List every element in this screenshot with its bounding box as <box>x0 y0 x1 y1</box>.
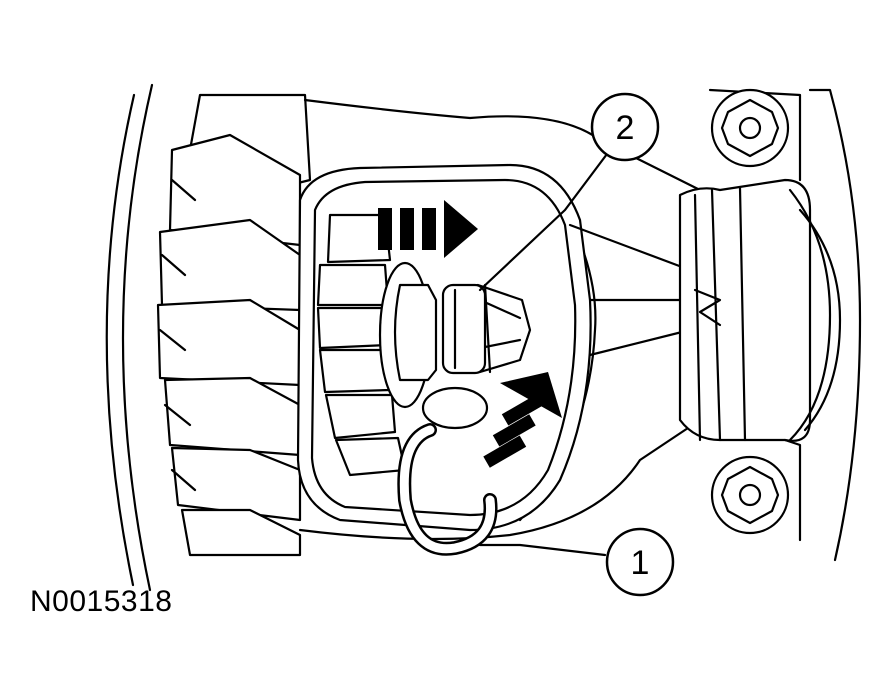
side-gear <box>316 213 438 477</box>
callout-1-leader <box>478 543 607 557</box>
pinion-gear <box>441 283 532 375</box>
callout-2-leader <box>478 148 612 292</box>
arrow-diagonal-up <box>483 372 562 468</box>
ring-gear-rim <box>105 83 154 592</box>
ring-gear-teeth <box>156 93 312 557</box>
bearing-cap <box>678 88 862 562</box>
callout-1-label: 1 <box>631 544 650 582</box>
arrow-right <box>378 200 478 258</box>
lower-bolt-icon <box>710 455 790 535</box>
hook-tool <box>397 423 498 556</box>
callout-2-label: 2 <box>616 109 635 147</box>
callout-1: 1 <box>605 527 675 597</box>
figure-id-label: N0015318 <box>30 585 173 618</box>
callout-2: 2 <box>590 92 660 162</box>
thrust-washer <box>421 386 489 430</box>
upper-bolt-icon <box>710 88 790 168</box>
